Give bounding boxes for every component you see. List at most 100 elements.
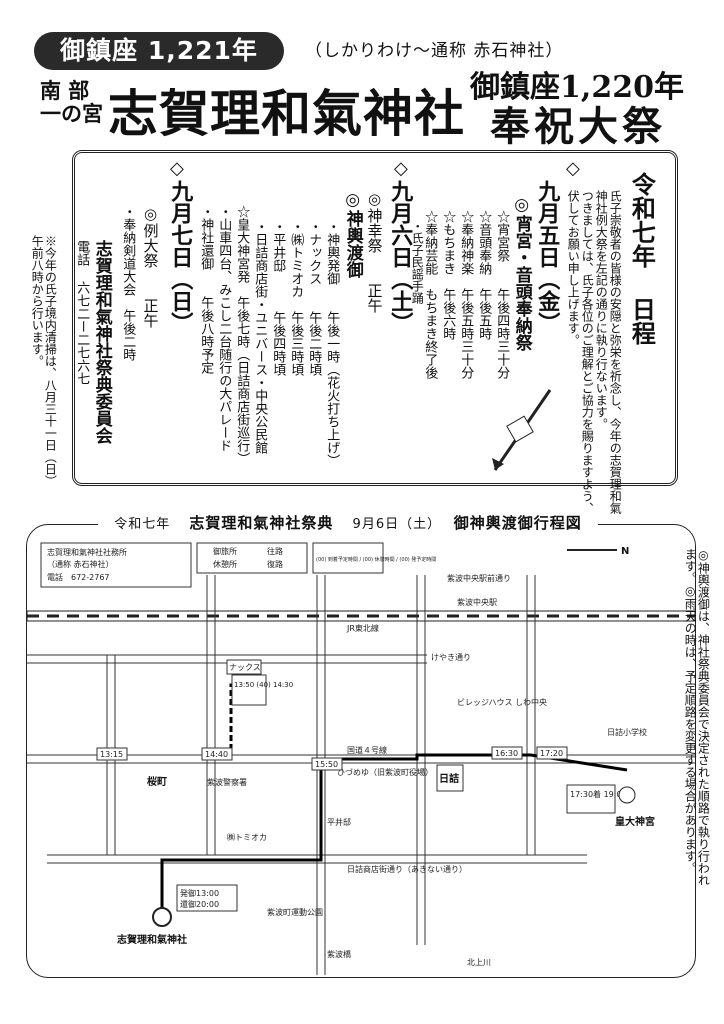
day2-date: 九月六日（土） bbox=[387, 180, 414, 334]
map-note: ◎神輿渡御は、神社祭典委員会で決定された順路で執り行われます。◎雨天の時は、予定… bbox=[683, 548, 711, 886]
nakkusu-box bbox=[226, 659, 262, 675]
day1-item: ☆宵宮祭 午後四時三十分 bbox=[494, 210, 510, 379]
day1-item: ☆もちまき 午後六時 bbox=[440, 210, 456, 340]
legend-otabisho: 御旅所 bbox=[213, 546, 237, 556]
diamond-icon: ◇ bbox=[170, 158, 184, 179]
station-label: 紫波中央駅 bbox=[457, 597, 497, 607]
north-label: N bbox=[621, 546, 629, 557]
nakkusu-label: ナックス bbox=[229, 663, 261, 672]
festival-title: 奉祝大祭 bbox=[490, 103, 666, 150]
torii-icon bbox=[618, 786, 636, 804]
legend-rest: 休憩所 bbox=[213, 559, 237, 569]
day2-item: ・神輿発御 午後一時（花火打ち上げ） bbox=[324, 220, 340, 467]
legend-return: 復路 bbox=[267, 559, 283, 569]
day2-item: ☆皇大神宮発 午後七時（日詰商店街巡行） bbox=[234, 205, 250, 465]
shrine-torii-icon bbox=[152, 907, 172, 927]
kodai-arrive: 17:30着 19:00発 bbox=[570, 789, 635, 799]
day1-item: ☆奉納神楽 午後五時三十分 bbox=[458, 210, 474, 379]
day3-event: ◎例大祭 正午 bbox=[141, 205, 160, 328]
map-title-year: 令和七年 bbox=[114, 517, 171, 532]
day1-date: 九月五日（金） bbox=[534, 180, 561, 334]
day1-item: ☆奉納芸能 もちまき終了後 bbox=[422, 210, 438, 379]
day2-item: ・日詰商店街・ユニバース・中央公民館 bbox=[252, 220, 268, 454]
day2-event: ◎神幸祭 正午 bbox=[365, 190, 384, 313]
park-label: 紫波町運動公園 bbox=[267, 907, 323, 917]
map-title-main: 志賀理和氣神社祭典 bbox=[189, 514, 334, 532]
keyaki-label: けやき通り bbox=[431, 652, 471, 662]
time-marker bbox=[491, 746, 523, 760]
rail-label: JR東北線 bbox=[346, 623, 379, 633]
day3-event: ・奉納剣道大会 午後二時 bbox=[120, 205, 136, 361]
cleaning-note: ※今年の氏子境内清掃は、八月三十一日（日）午前八時から行います。 bbox=[30, 235, 58, 487]
time-1720: 17:20 bbox=[540, 749, 563, 758]
return-time: 還御20:00 bbox=[180, 899, 219, 909]
railway bbox=[27, 610, 695, 622]
intro-line-4: 伏してお願い申し上げます。 bbox=[566, 190, 581, 346]
nakkusu-time-box bbox=[231, 674, 267, 706]
west-street bbox=[206, 575, 216, 855]
legend-time: (00) 到着予定時間 / (00) 休憩時間 / (00) 発予定時間 bbox=[316, 556, 436, 563]
main-street bbox=[316, 575, 326, 975]
legend-time-box bbox=[312, 542, 384, 574]
map-title-suffix: 御神輿渡御行程図 bbox=[453, 514, 582, 532]
kodaijingu-label: 皇大神宮 bbox=[615, 815, 655, 828]
bridge-label: 紫波橋 bbox=[327, 949, 351, 959]
office-phone: 電話 672-2767 bbox=[47, 572, 110, 582]
legend-outbound: 往路 bbox=[267, 546, 283, 556]
day2-item: ・㈱トミオカ 午後三時頃 bbox=[288, 220, 304, 376]
time-marker bbox=[536, 746, 568, 760]
village-label: ビレッジハウス しわ中央 bbox=[457, 697, 547, 707]
route-map: 志賀理和氣神社社務所 （通称 赤石神社） 電話 672-2767 御旅所 休憩所… bbox=[26, 524, 696, 978]
depart-time: 発御13:00 bbox=[180, 888, 219, 898]
day2-item: ・山車四台、みこし二台随行の大パレード bbox=[216, 205, 232, 452]
office-alias: （通称 赤石神社） bbox=[47, 559, 114, 569]
diamond-icon: ◇ bbox=[394, 158, 408, 179]
office-box bbox=[40, 542, 192, 588]
title-prefix-line1: 南 部 bbox=[40, 79, 90, 103]
ekimae-label: 紫波中央駅前通り bbox=[447, 573, 511, 583]
time-1315: 13:15 bbox=[100, 750, 123, 759]
day2-item: ・ナックス 午後二時頃 bbox=[306, 220, 322, 376]
ema-arrow-icon bbox=[492, 389, 552, 471]
intro-line-2: 神社例大祭を左記の通りに執り行ないます。 bbox=[594, 190, 609, 430]
title-prefix-line2: 一の宮 bbox=[40, 102, 103, 126]
anniversary-count: 御鎮座1,220年 bbox=[470, 70, 684, 105]
legend-box bbox=[196, 542, 308, 574]
shrine-time-box bbox=[176, 884, 238, 912]
committee-phone: 電話 六七二ー二七六七 bbox=[74, 240, 90, 385]
time-1630: 16:30 bbox=[495, 749, 518, 758]
day1-event: ◎宵宮・音頭奉納祭 bbox=[511, 195, 532, 351]
time-marker bbox=[96, 747, 128, 761]
school-label: 日詰小学校 bbox=[607, 727, 647, 737]
police-label: 紫波警察署 bbox=[207, 777, 247, 787]
title-prefix: 南 部 一の宮 bbox=[40, 80, 103, 126]
intro-line-1: 氏子崇敬者の皆様の安隠と弥栄を祈念し、今年の志賀理和氣 bbox=[608, 190, 623, 514]
map-title: 令和七年 志賀理和氣神社祭典 9月6日（土） 御神輿渡御行程図 bbox=[98, 508, 598, 538]
time-1440: 14:40 bbox=[205, 750, 228, 759]
hizume-box bbox=[436, 764, 464, 792]
day2-item: ・神社還御 午後八時予定 bbox=[198, 205, 214, 374]
office-name: 志賀理和氣神社社務所 bbox=[47, 547, 127, 557]
diamond-icon: ◇ bbox=[566, 158, 580, 179]
river-label: 北上川 bbox=[467, 958, 491, 967]
shrine-title: 志賀理和氣神社 bbox=[108, 84, 465, 143]
schedule-heading: 令和七年 日程 bbox=[627, 172, 657, 345]
shrine-alias: （しかりわけ〜通称 赤石神社） bbox=[305, 41, 564, 61]
higashi-label: ひづめゆ（旧紫波町役場） bbox=[337, 767, 433, 777]
day3-date: 九月七日（日） bbox=[167, 180, 194, 334]
tomioka-label: ㈱トミオカ bbox=[227, 832, 267, 842]
day2-event: ◎神輿渡御 bbox=[342, 190, 363, 278]
intro-line-3: つきましては、氏子各位のご理解とご協力を賜りますよう、 bbox=[580, 190, 595, 514]
east-street bbox=[526, 575, 536, 855]
hizume-label: 日詰 bbox=[439, 772, 459, 785]
time-marker bbox=[201, 747, 233, 761]
map-title-date: 9月6日（土） bbox=[352, 517, 435, 532]
anniversary-banner: 御鎮座 1,221年 bbox=[34, 32, 284, 70]
route-map-canvas: 志賀理和氣神社社務所 （通称 赤石神社） 電話 672-2767 御旅所 休憩所… bbox=[27, 542, 695, 975]
day2-event: ・氏子民謡手踊 bbox=[410, 220, 425, 304]
day2-item: ・平井邸 午後四時頃 bbox=[270, 220, 286, 376]
hirai-label: 平井邸 bbox=[327, 817, 351, 827]
highway-label: 国道４号線 bbox=[347, 745, 387, 755]
nakkusu-time: 13:50 (40) 14:30 bbox=[234, 681, 293, 689]
kodai-time-box bbox=[566, 784, 616, 814]
